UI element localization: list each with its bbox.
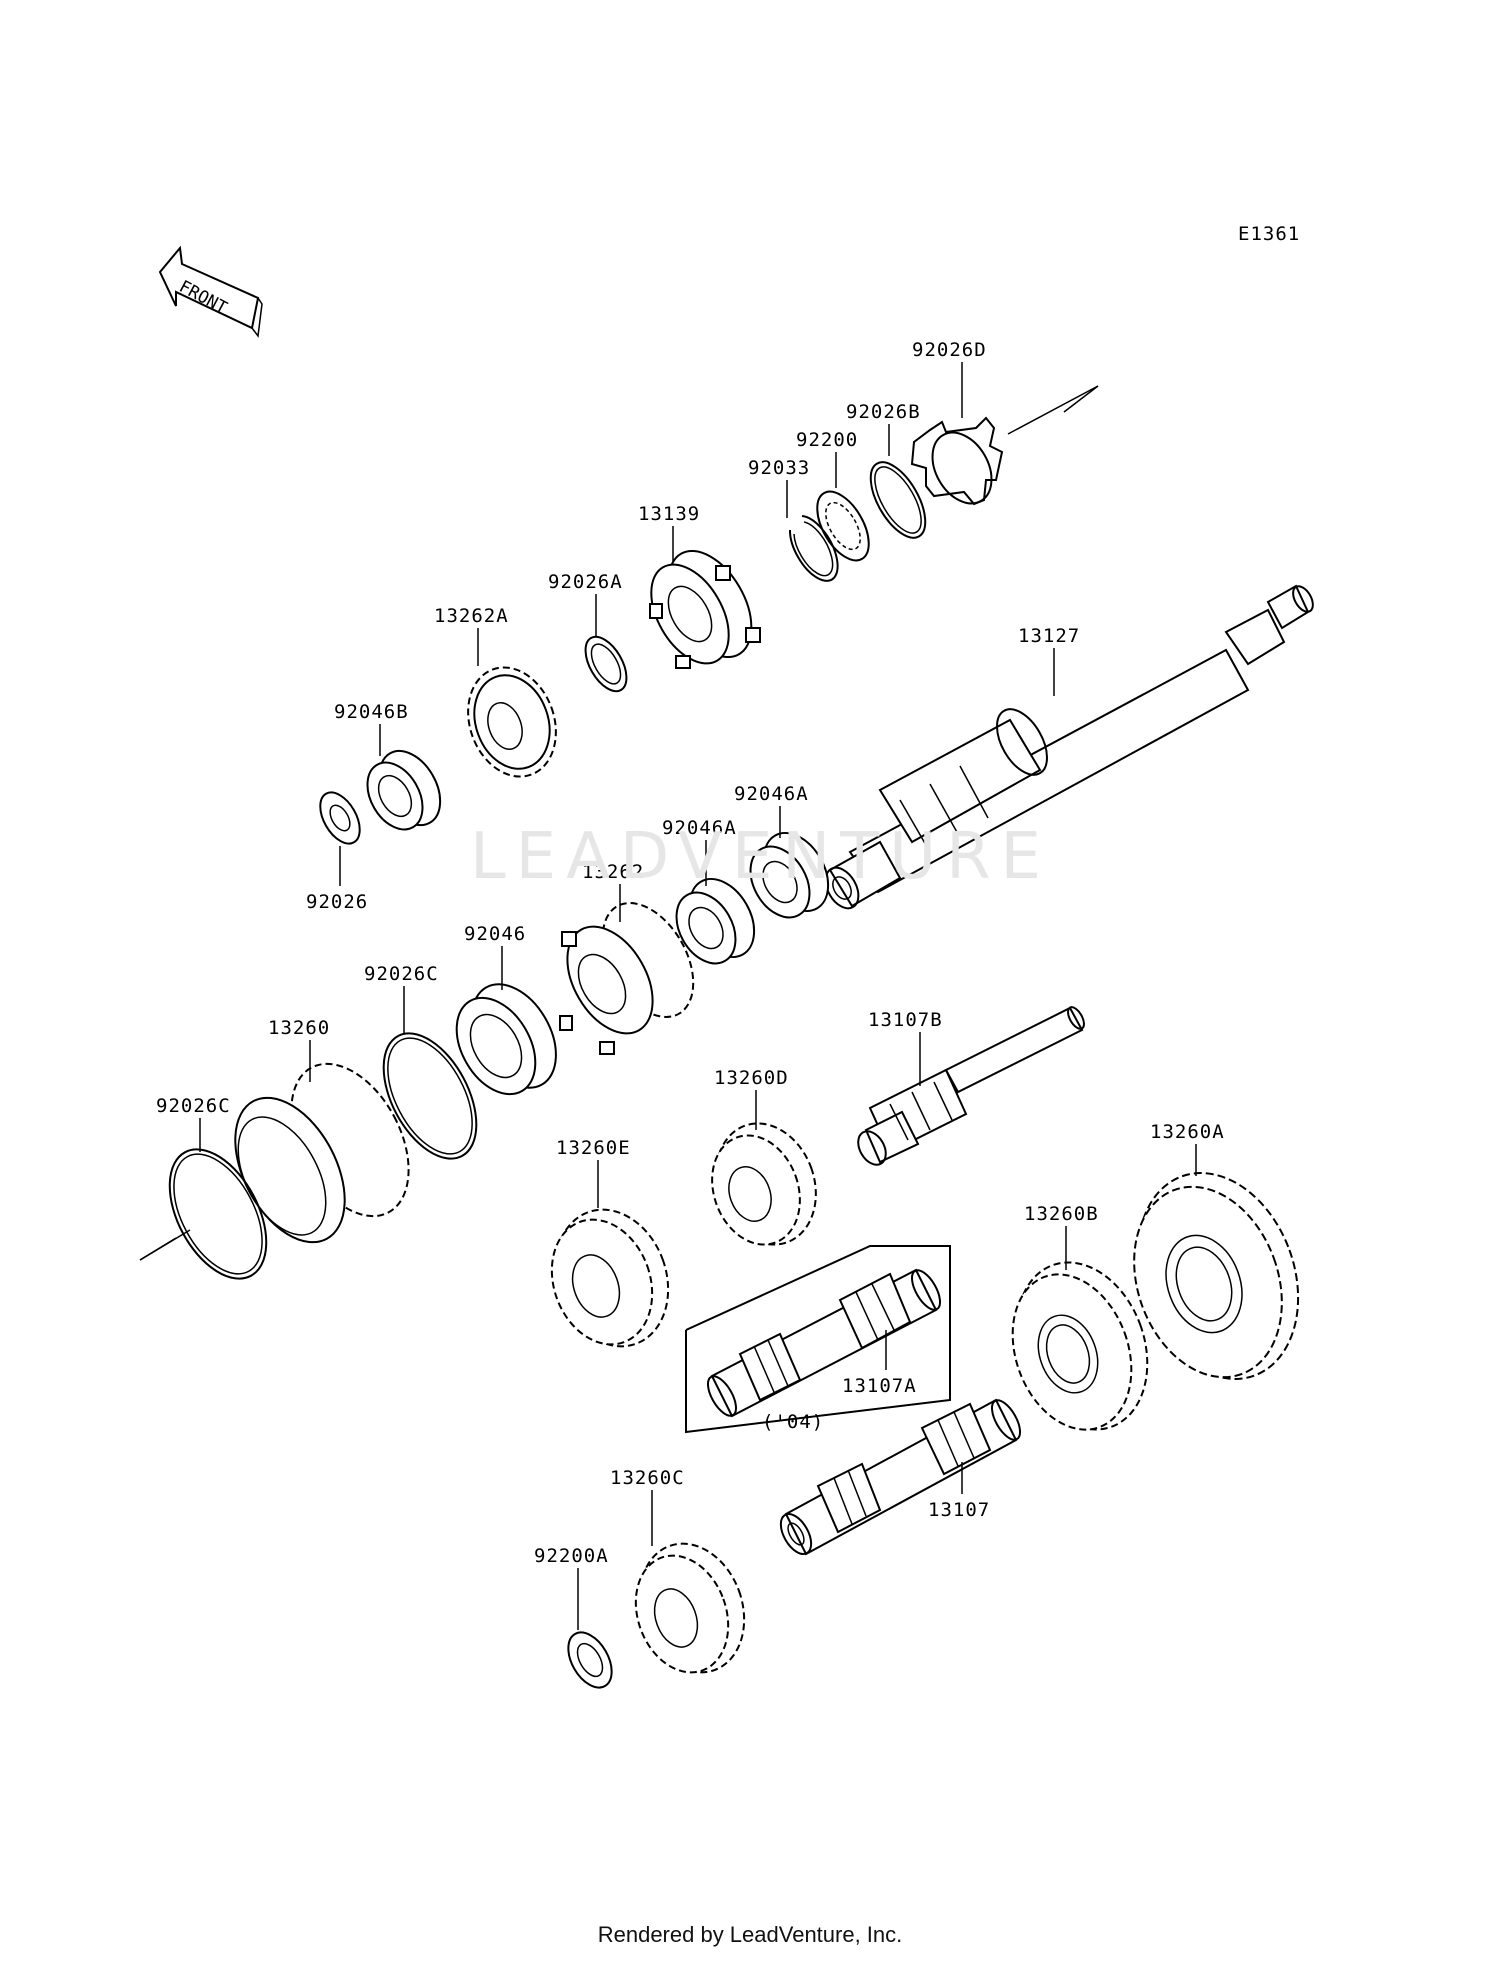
label-13107A: 13107A bbox=[842, 1375, 917, 1397]
part-13107[interactable] bbox=[775, 1396, 1026, 1559]
label-92026C-1: 92026C bbox=[364, 963, 439, 985]
part-13260D[interactable] bbox=[697, 1109, 832, 1258]
group-box-04 bbox=[685, 1245, 951, 1434]
label-13262A: 13262A bbox=[434, 605, 509, 627]
part-13107B[interactable] bbox=[853, 1005, 1088, 1170]
label-13260A: 13260A bbox=[1150, 1121, 1225, 1143]
label-92046B: 92046B bbox=[334, 701, 409, 723]
part-13260[interactable] bbox=[213, 1044, 433, 1260]
label-92046A-1: 92046A bbox=[734, 783, 809, 805]
arrow-lines-1 bbox=[1007, 385, 1099, 435]
part-92026D[interactable] bbox=[910, 416, 1004, 514]
arrow-lines-1b bbox=[1063, 385, 1099, 413]
label-13139: 13139 bbox=[638, 503, 700, 525]
label-13107B: 13107B bbox=[868, 1009, 943, 1031]
front-arrow-icon: FRONT bbox=[158, 245, 263, 338]
label-13127: 13127 bbox=[1018, 625, 1080, 647]
label-92026A: 92026A bbox=[548, 571, 623, 593]
label-92026B: 92026B bbox=[846, 401, 921, 423]
part-13260A[interactable] bbox=[1109, 1150, 1326, 1401]
label-92200: 92200 bbox=[796, 429, 858, 451]
part-13262A[interactable] bbox=[453, 655, 570, 789]
part-92046A-2[interactable] bbox=[664, 868, 767, 974]
label-13260D: 13260D bbox=[714, 1067, 789, 1089]
part-92200[interactable] bbox=[807, 483, 880, 569]
part-13260E[interactable] bbox=[535, 1194, 687, 1362]
part-13262[interactable] bbox=[550, 887, 712, 1055]
label-92046A-2: 92046A bbox=[662, 817, 737, 839]
part-92033[interactable] bbox=[788, 515, 839, 582]
part-92046B[interactable] bbox=[356, 740, 452, 839]
arrow-lines-2b bbox=[139, 1237, 177, 1261]
label-13262: 13262 bbox=[582, 861, 644, 883]
label-92026: 92026 bbox=[306, 891, 368, 913]
label-92026D: 92026D bbox=[912, 339, 987, 361]
part-92026[interactable] bbox=[312, 786, 368, 850]
part-92026C-2[interactable] bbox=[150, 1133, 286, 1294]
label-92026C-2: 92026C bbox=[156, 1095, 231, 1117]
part-92200A[interactable] bbox=[559, 1625, 620, 1695]
label-92200A: 92200A bbox=[534, 1545, 609, 1567]
part-92026A[interactable] bbox=[577, 630, 635, 698]
part-13107A[interactable] bbox=[702, 1266, 945, 1420]
part-13260C[interactable] bbox=[620, 1529, 761, 1687]
part-92046[interactable] bbox=[441, 970, 574, 1109]
label-92046: 92046 bbox=[464, 923, 526, 945]
part-13139[interactable] bbox=[635, 537, 768, 677]
label-13107: 13107 bbox=[928, 1499, 990, 1521]
part-92026B[interactable] bbox=[860, 454, 937, 547]
part-13260B[interactable] bbox=[992, 1244, 1170, 1448]
diagram-code: E1361 bbox=[1238, 223, 1300, 245]
label-13260E: 13260E bbox=[556, 1137, 631, 1159]
part-92046A-1[interactable] bbox=[738, 822, 841, 928]
group-label-04: ('04) bbox=[762, 1411, 824, 1433]
part-92026C-1[interactable] bbox=[365, 1018, 496, 1174]
part-13127[interactable] bbox=[819, 583, 1317, 914]
label-13260C: 13260C bbox=[610, 1467, 685, 1489]
label-13260: 13260 bbox=[268, 1017, 330, 1039]
label-13260B: 13260B bbox=[1024, 1203, 1099, 1225]
label-92033: 92033 bbox=[748, 457, 810, 479]
footer-credit: Rendered by LeadVenture, Inc. bbox=[597, 1922, 903, 1947]
